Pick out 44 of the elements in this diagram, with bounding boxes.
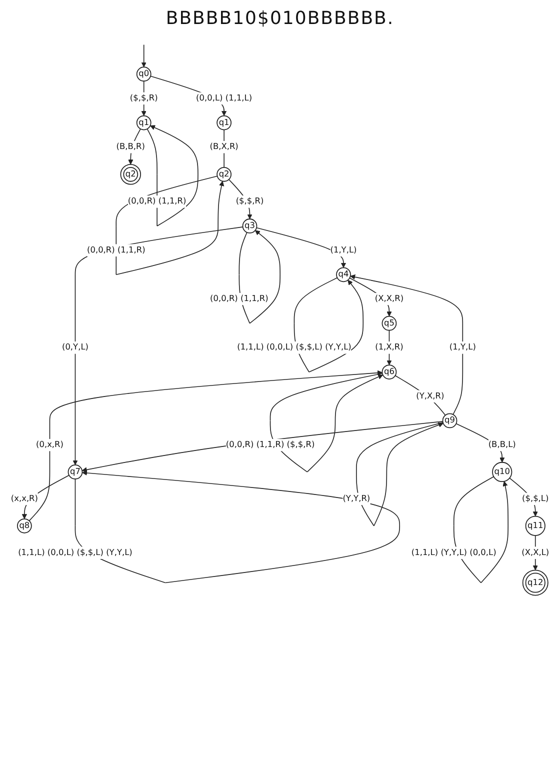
edge-label: (X,X,R) [374,294,404,304]
node-circle: q7 [68,464,83,480]
edge-label: (1,1,L) (Y,Y,L) (0,0,L) [411,548,496,558]
edge-label: (1,Y,L) [449,342,476,352]
title: BBBBB10$010BBBBBB. [166,8,394,29]
edge-label: (1,Y,L) [330,245,357,255]
node-circle: q10 [492,462,512,482]
edge-label: (Y,Y,R) [342,494,370,504]
edge-label: (B,B,R) [116,142,145,152]
edge-label: (1,X,R) [375,342,404,352]
arrow [141,44,146,68]
edge-label: (0,0,R) (1,1,R) [128,196,186,206]
node-circle: q5 [382,316,397,331]
edge-label: ($,$,R) [130,93,158,103]
node-circle: q1 [136,115,152,130]
edge-label: (0,0,R) (1,1,R) [87,245,146,255]
edge-label: (0,0,R) (1,1,R) ($,$,R) [226,440,315,450]
connector [394,375,446,416]
node-circle: q6 [382,364,397,380]
node-circle: q11 [525,516,546,536]
node-circle: q0 [136,66,152,82]
edge-label: (x,x,R) [10,494,38,504]
edge-label: (Y,X,R) [416,391,444,401]
node-circle: q1 [216,115,232,130]
node-circle: q2 [216,166,232,182]
edge-label: (0,Y,L) [62,342,88,352]
edge-label: (1,1,L) (0,0,L) ($,$,L) (Y,Y,L) [18,548,132,558]
node-circle: q4 [336,267,351,282]
node-circle: q9 [442,413,458,428]
edge-label: (B,X,R) [210,142,238,152]
edge-label: (0,x,R) [36,440,64,450]
edge-label: ($,$,R) [236,196,264,206]
edge-label: (1,1,L) (0,0,L) ($,$,L) (Y,Y,L) [237,342,352,352]
edge-label: ($,$,L) [522,494,549,504]
edge-label: (0,0,R) (1,1,R) [210,294,268,304]
node-circle: q12 [522,570,548,596]
arrow [256,227,346,268]
edge-label: (B,B,L) [488,440,516,450]
edge-label: (X,X,L) [522,548,550,558]
arrow [28,370,382,522]
node-circle: q3 [242,218,258,234]
edge-label: (0,0,L) (1,1,L) [196,93,252,103]
node-circle: q8 [17,518,32,534]
node-circle: q2 [120,164,142,185]
